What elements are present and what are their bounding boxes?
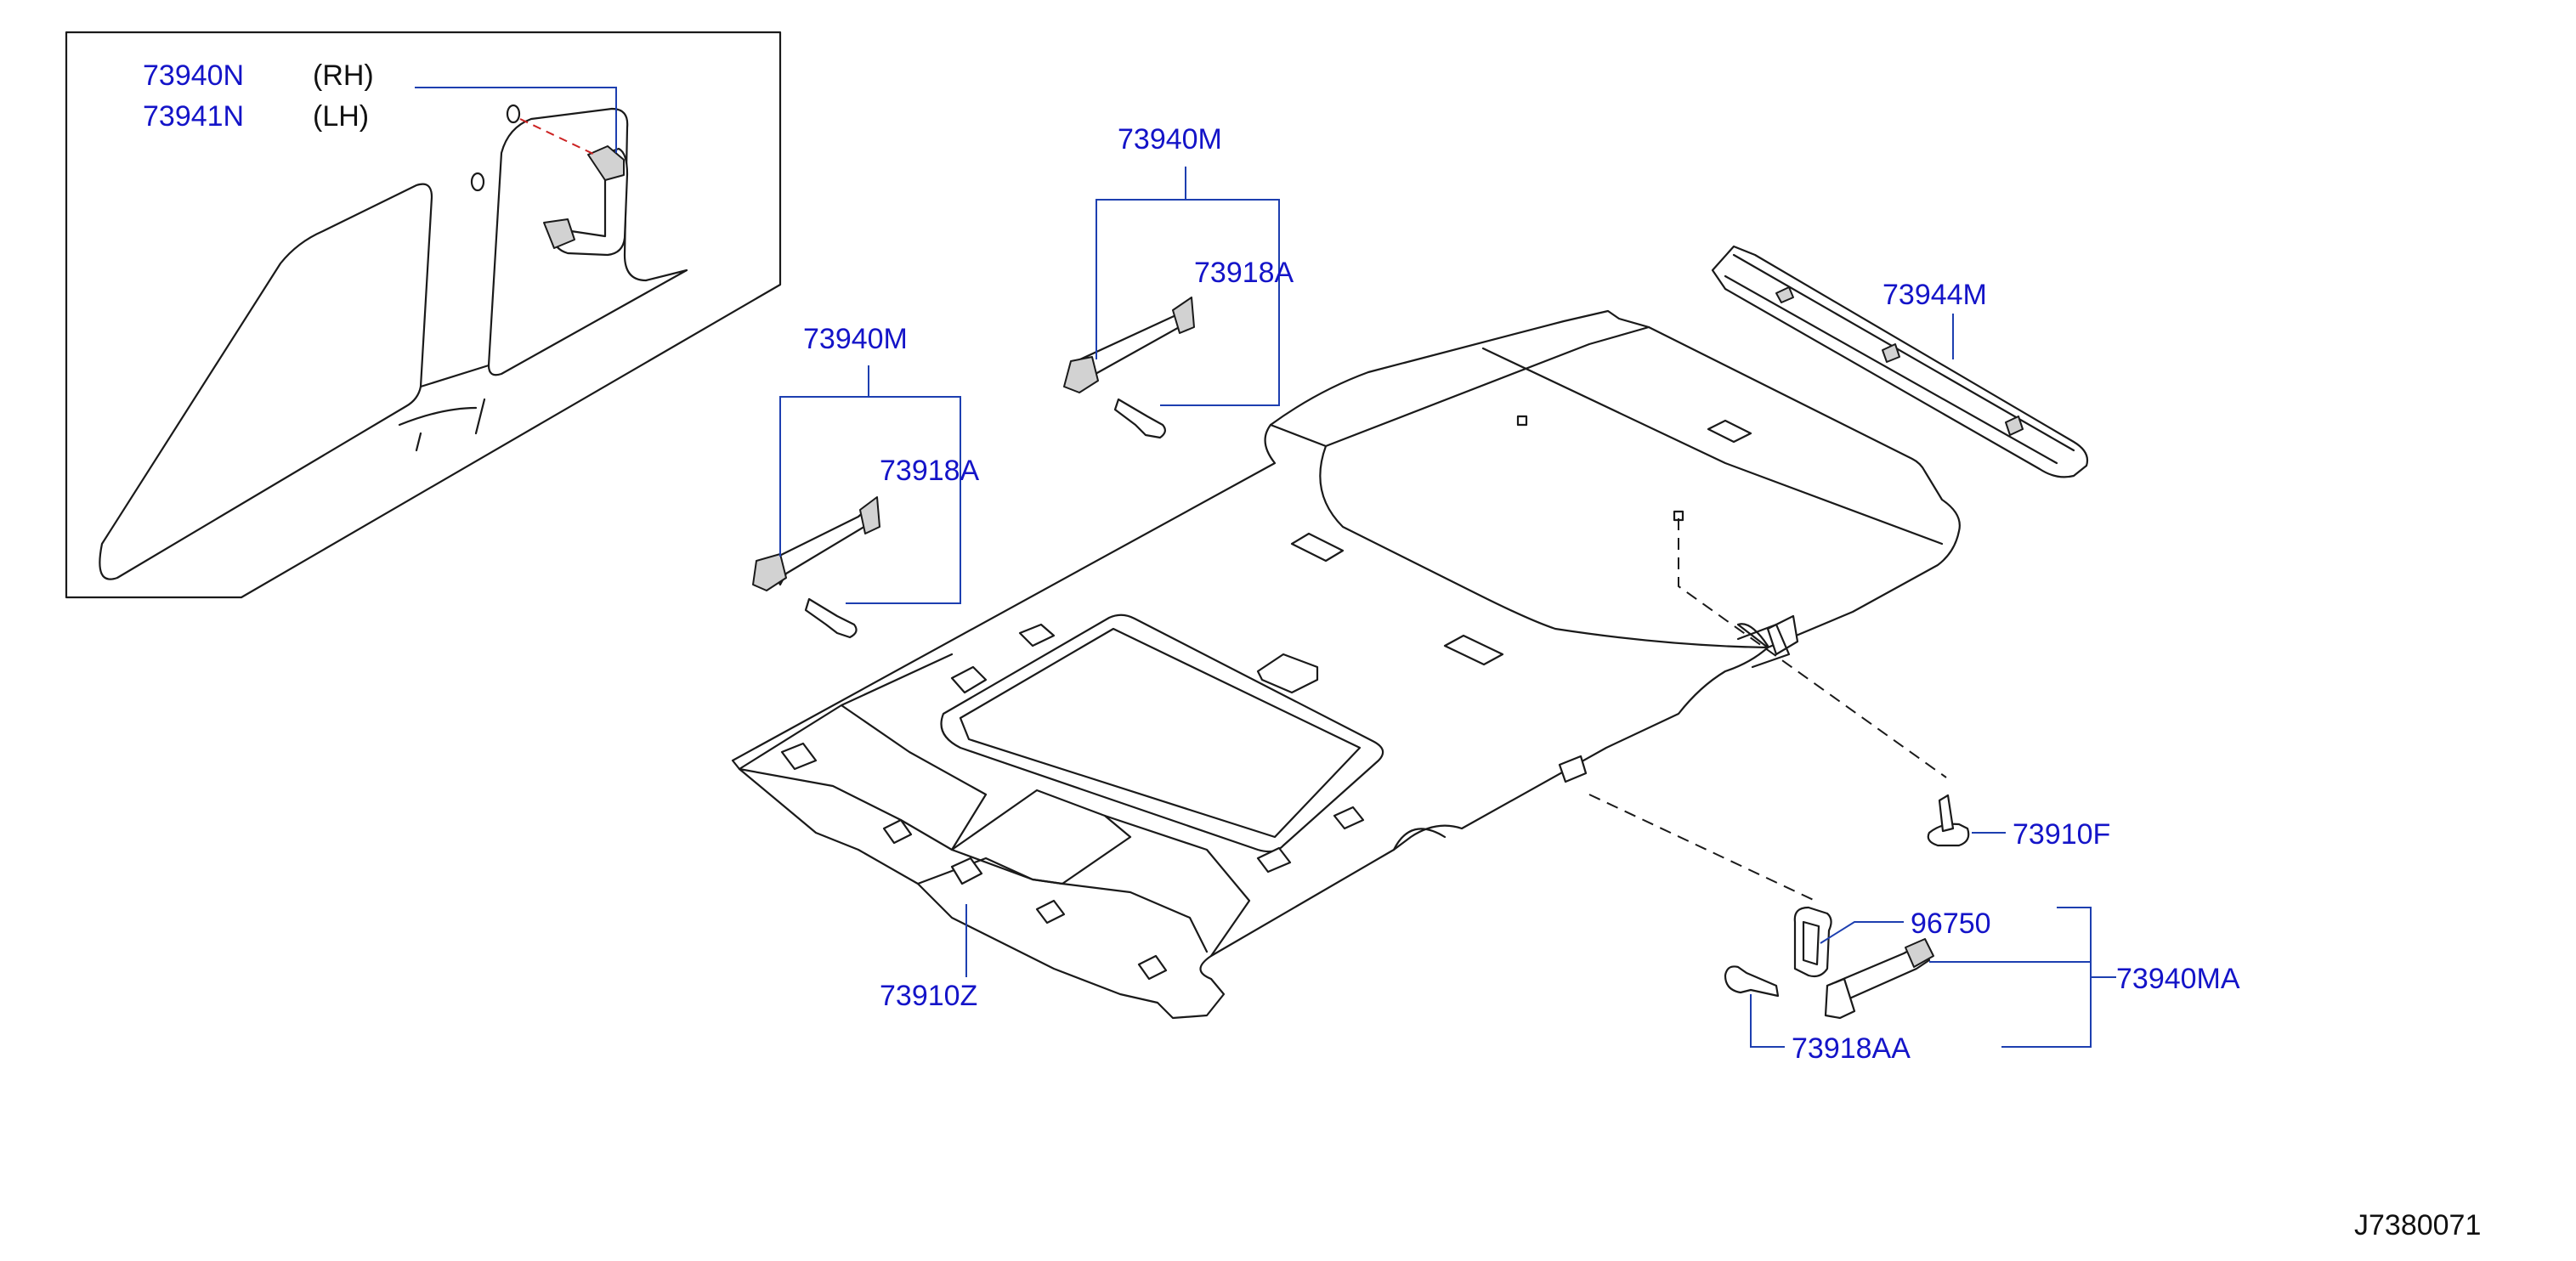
roof-raised-area [1269, 325, 1769, 649]
inset-lh-side-label: (LH) [313, 100, 369, 133]
grip-screw-left [804, 597, 858, 639]
inset-hole-lower [470, 172, 485, 192]
headlining-outline [731, 309, 1961, 1020]
feature-grommet-9 [1333, 806, 1365, 830]
assy-dash-line [1588, 794, 1820, 903]
assist-grip-left-group: 73940M 73918A [752, 323, 980, 639]
assy-bracket [2001, 907, 2092, 1048]
feature-vent-3 [1443, 634, 1504, 666]
inset-pillar-lines [398, 364, 490, 452]
feature-grommet-7 [1137, 954, 1168, 981]
inset-detail: 73940N (RH) 73941N (LH) [65, 31, 782, 599]
headlining-label: 73910Z [880, 980, 977, 1012]
clip-96750-label: 96750 [1911, 908, 1991, 940]
feature-grommet-8 [1256, 846, 1292, 874]
assy-grip-end [1905, 938, 1934, 968]
grip-cover-assy-label: 73918AA [1792, 1032, 1911, 1065]
feature-side-clip [1558, 755, 1588, 783]
assy-clip-96750-inner [1802, 920, 1820, 966]
grip-cover-left-label: 73918A [880, 455, 980, 487]
sunroof-inner [959, 627, 1362, 839]
front-edge-lines [916, 857, 1209, 953]
inset-frame [65, 31, 782, 599]
headlining-sub-label: 73944M [1882, 279, 1987, 311]
assy-grip-cover [1824, 977, 1856, 1020]
clip-group: 73910F [1678, 518, 2110, 851]
assist-grip-upper-leader [1096, 199, 1280, 406]
sunroof-opening [940, 614, 1384, 853]
grip-end-left [752, 553, 787, 591]
headlining-panel: 73910Z [731, 309, 1961, 1020]
feature-grommet-3 [780, 742, 818, 771]
diagram-code: J7380071 [2354, 1209, 2481, 1241]
grip-cover-upper-shape [1172, 297, 1195, 334]
feature-vent-1 [1256, 653, 1319, 694]
inset-grip-end-lower [543, 218, 575, 249]
clip-stem [1938, 794, 1955, 833]
inset-lh-part-label: 73941N [143, 100, 244, 133]
inset-rh-part-label: 73940N [143, 59, 244, 92]
feature-vent-4 [1707, 419, 1752, 444]
clip-label: 73910F [2013, 818, 2110, 851]
headlining-sub-group: 73944M [1711, 245, 2089, 478]
inset-hole-upper [506, 104, 521, 124]
inset-leader [415, 87, 617, 153]
grip-cover-upper-label: 73918A [1194, 257, 1294, 289]
assist-grip-left-leader [779, 396, 961, 604]
feature-grommet-2 [1018, 623, 1056, 647]
clip-dash-line [1678, 518, 1947, 778]
feature-clip-1 [1516, 415, 1528, 427]
assy-clip-96750 [1793, 906, 1832, 978]
clip-96750-leader [1820, 921, 1904, 944]
inset-quarter-window [99, 183, 433, 580]
feature-vent-2 [1290, 532, 1345, 563]
headlining-sub-clip-3 [2005, 416, 2024, 436]
grip-cover-assy-leader [1750, 994, 1785, 1048]
rear-edge-lines [1392, 623, 1791, 851]
grip-cover-left-shape [859, 496, 880, 534]
inset-grip-end [587, 145, 625, 181]
assist-grip-left-label: 73940M [803, 323, 908, 355]
assist-grip-assy-group: 96750 73940MA 73918AA [1588, 794, 2240, 1065]
assist-grip-assy-label: 73940MA [2116, 963, 2240, 995]
roof-front-line [1481, 347, 1944, 546]
feature-grommet-4 [882, 818, 913, 845]
feature-grommet-6 [1035, 899, 1066, 925]
assist-grip-upper-label: 73940M [1118, 123, 1222, 156]
assy-screw [1724, 965, 1780, 998]
headlining-sub-clip-1 [1775, 286, 1794, 303]
feature-grommet-1 [950, 665, 988, 694]
headlining-sub-clip-2 [1882, 343, 1900, 363]
roof-crease [1736, 623, 1769, 649]
assist-grip-upper-group: 73940M 73918A [1063, 123, 1294, 439]
inset-rh-side-label: (RH) [313, 59, 374, 92]
feature-grommet-5 [950, 857, 983, 885]
grip-screw-upper [1113, 398, 1166, 439]
front-header-lines [738, 653, 1251, 958]
headlining-sub-strip [1711, 245, 2089, 478]
grip-end-upper [1063, 356, 1099, 393]
